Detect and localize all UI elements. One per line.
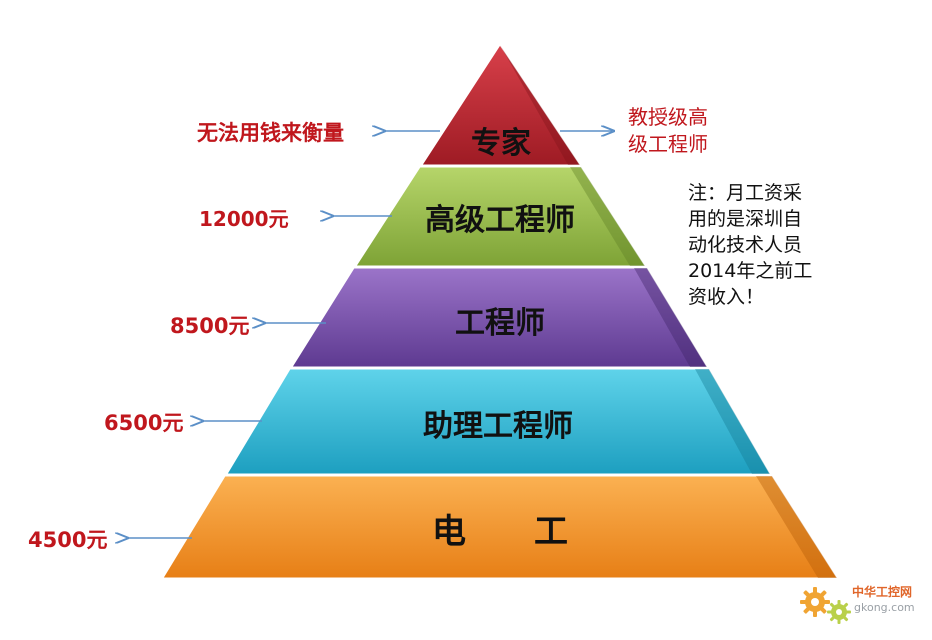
note-line-4: 2014年之前工 [688,260,813,282]
expert-right-label: 教授级高 级工程师 [628,104,708,158]
small-gear-icon [827,600,851,624]
note-line-5: 资收入！ [688,286,765,308]
salary-electrician: 4500元 [28,528,108,552]
note-line-3: 动化技术人员 [688,234,803,256]
expert-right-label-line2: 级工程师 [628,132,708,156]
tier-electrician-label: 电 工 [432,512,568,552]
note-line-2: 用的是深圳自 [688,208,803,230]
tier-engineer: 工程师 [291,267,708,368]
watermark-en: gkong.com [854,601,915,614]
tier-assistant-engineer: 助理工程师 [226,368,771,475]
salary-assistant-engineer: 6500元 [104,411,184,435]
expert-right-label-line1: 教授级高 [628,105,708,129]
tier-electrician: 电 工 [162,475,838,579]
salary-expert: 无法用钱来衡量 [197,121,344,145]
tier-assistant-engineer-label: 助理工程师 [423,409,573,444]
watermark-logo [800,587,851,624]
salary-engineer: 8500元 [170,314,250,338]
tier-engineer-label: 工程师 [455,306,545,341]
salary-senior-engineer: 12000元 [199,207,289,231]
tier-senior-engineer: 高级工程师 [355,166,646,267]
tier-senior-engineer-label: 高级工程师 [425,203,575,238]
note-line-1: 注：月工资采 [688,182,803,204]
tier-expert: 专家 [421,44,581,166]
gear-icon [800,587,830,617]
salary-note: 注：月工资采 用的是深圳自 动化技术人员 2014年之前工 资收入！ [688,180,838,310]
tier-expert-label: 专家 [471,126,531,161]
watermark-cn: 中华工控网 [852,585,913,599]
